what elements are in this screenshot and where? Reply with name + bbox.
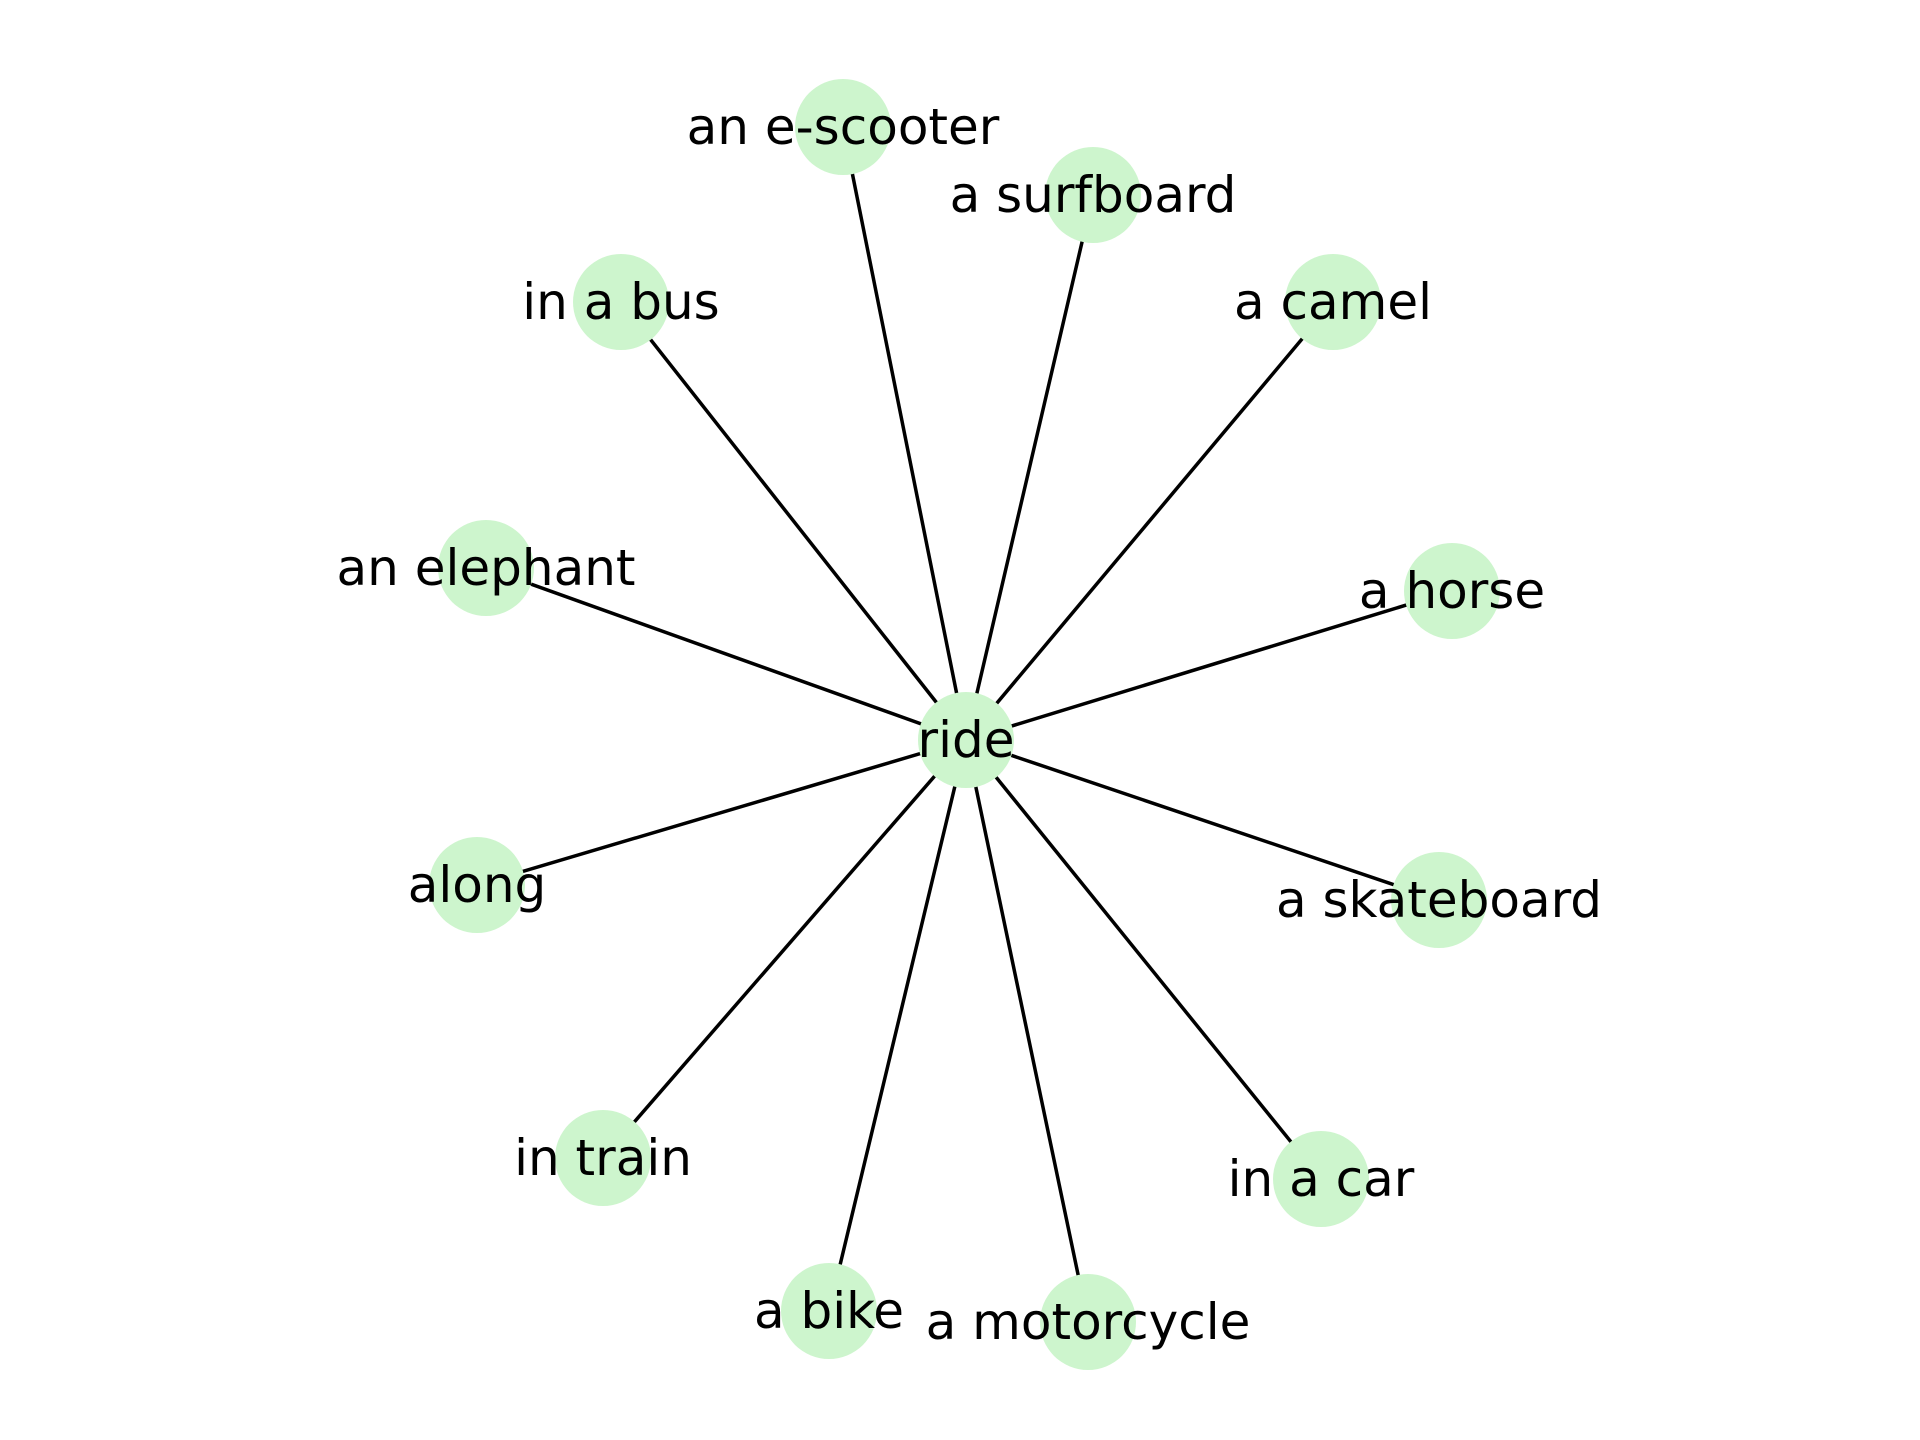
node-circle-an-e-scooter [795,79,891,175]
edge-ride-an-e-scooter [841,126,968,741]
node-label-a-surfboard: a surfboard [950,166,1237,224]
node-label-a-skateboard: a skateboard [1276,871,1602,929]
node-a-surfboard: a surfboard [950,147,1237,243]
edge-ride-a-motorcycle [964,739,1090,1323]
node-label-in-train: in train [514,1129,692,1187]
node-label-ride: ride [918,711,1015,769]
node-label-in-a-bus: in a bus [522,273,720,331]
node-circle-a-camel [1285,254,1381,350]
node-a-horse: a horse [1359,543,1545,639]
node-a-camel: a camel [1234,254,1432,350]
node-circle-a-horse [1404,543,1500,639]
node-label-an-elephant: an elephant [337,539,636,597]
node-label-along: along [408,856,547,914]
edge-ride-in-a-car [964,738,1323,1181]
node-circle-along [429,837,525,933]
node-circle-a-motorcycle [1040,1274,1136,1370]
node-in-a-bus: in a bus [522,254,720,350]
node-in-a-car: in a car [1228,1131,1415,1227]
edges-layer [476,126,1453,1323]
edge-ride-a-skateboard [965,738,1440,902]
node-in-train: in train [514,1110,692,1206]
nodes-layer: an e-scooter a surfboard in a bus a camel an… [337,79,1602,1370]
edge-ride-along [476,738,967,887]
edge-ride-a-bike [827,739,968,1312]
node-an-elephant: an elephant [337,520,636,616]
edge-ride-in-train [601,738,968,1160]
edge-ride-a-horse [965,589,1453,742]
node-circle-a-surfboard [1045,147,1141,243]
node-circle-ride [918,692,1014,788]
node-label-a-camel: a camel [1234,273,1432,331]
node-circle-an-elephant [438,520,534,616]
node-circle-a-bike [781,1263,877,1359]
node-a-motorcycle: a motorcycle [926,1274,1251,1370]
edge-ride-an-elephant [485,566,967,742]
node-label-in-a-car: in a car [1228,1150,1415,1208]
node-label-an-e-scooter: an e-scooter [687,98,1000,156]
node-circle-a-skateboard [1391,852,1487,948]
node-circle-in-a-bus [573,254,669,350]
node-circle-in-a-car [1273,1131,1369,1227]
node-a-bike: a bike [754,1263,904,1359]
edge-ride-a-camel [964,300,1335,742]
node-along: along [408,837,547,933]
edge-ride-in-a-bus [619,300,968,742]
node-an-e-scooter: an e-scooter [687,79,1000,175]
node-label-a-horse: a horse [1359,562,1545,620]
node-label-a-motorcycle: a motorcycle [926,1293,1251,1351]
node-a-skateboard: a skateboard [1276,852,1602,948]
node-circle-in-train [555,1110,651,1206]
node-label-a-bike: a bike [754,1282,904,1340]
edge-ride-a-surfboard [964,194,1095,741]
node-ride: ride [918,692,1015,788]
